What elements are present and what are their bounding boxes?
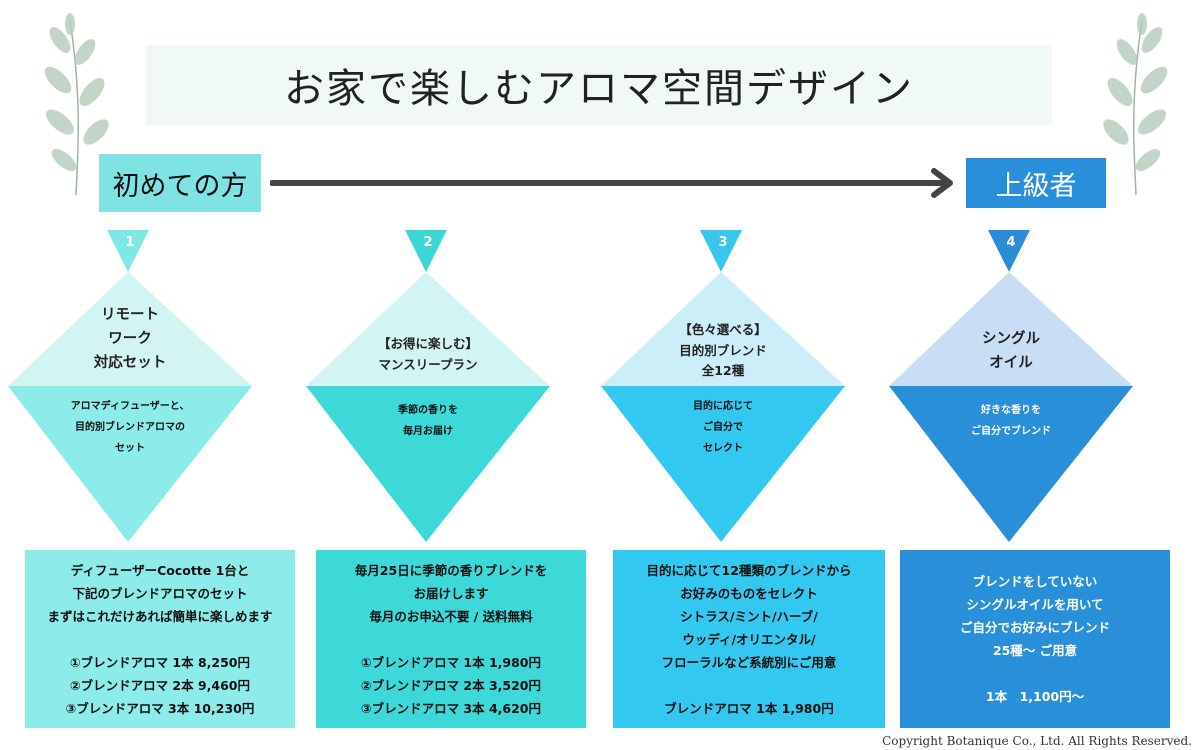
step-diamond-2: 2 【お得に楽しむ】マンスリープラン 季節の香りを毎月お届け: [306, 230, 550, 542]
step-subtitle: 目的に応じてご自分でセレクト: [693, 401, 753, 454]
step-diamond-3: 3 【色々選べる】目的別ブレンド全12種 目的に応じてご自分でセレクト: [601, 230, 845, 542]
leaf-branch-left-icon: [44, 13, 109, 196]
step-title: 【色々選べる】目的別ブレンド全12種: [679, 322, 767, 379]
step-title: リモートワーク対応セット: [93, 307, 167, 371]
step-detail-card-1: ディフューザーCocotte 1台と 下記のブレンドアロマのセット まずはこれだ…: [25, 550, 295, 728]
title-banner: お家で楽しむアロマ空間デザイン: [146, 45, 1052, 125]
step-title: 【お得に楽しむ】マンスリープラン: [377, 336, 478, 372]
step-diamond-4: 4 シングルオイル 好きな香りをご自分でブレンド: [889, 230, 1133, 542]
step-diamond-1: 1 リモートワーク対応セット アロマディフューザーと、目的別ブレンドアロマのセッ…: [8, 230, 252, 542]
step-number: 2: [423, 235, 433, 250]
step-subtitle: アロマディフューザーと、目的別ブレンドアロマのセット: [70, 401, 190, 454]
beginner-label: 初めての方: [99, 154, 261, 212]
step-subtitle: 季節の香りを毎月お届け: [398, 405, 458, 437]
step-subtitle: 好きな香りをご自分でブレンド: [971, 405, 1051, 437]
copyright-notice: Copyright Botanique Co., Ltd. All Rights…: [882, 734, 1192, 748]
progress-arrow-icon: [270, 168, 953, 198]
step-number: 3: [718, 235, 728, 250]
page-title: お家で楽しむアロマ空間デザイン: [284, 66, 914, 112]
step-number: 4: [1006, 235, 1016, 250]
step-detail-card-2: 毎月25日に季節の香りブレンドを お届けします 毎月のお申込不要 / 送料無料 …: [316, 550, 586, 728]
leaf-branch-right-icon: [1103, 13, 1168, 196]
step-detail-card-4: ブレンドをしていない シングルオイルを用いて ご自分でお好みにブレンド 25種〜…: [900, 550, 1170, 728]
step-number: 1: [125, 235, 135, 250]
advanced-label: 上級者: [966, 158, 1106, 208]
step-detail-card-3: 目的に応じて12種類のブレンドから お好みのものをセレクト シトラス/ミント/ハ…: [613, 550, 885, 728]
step-title: シングルオイル: [982, 331, 1040, 371]
